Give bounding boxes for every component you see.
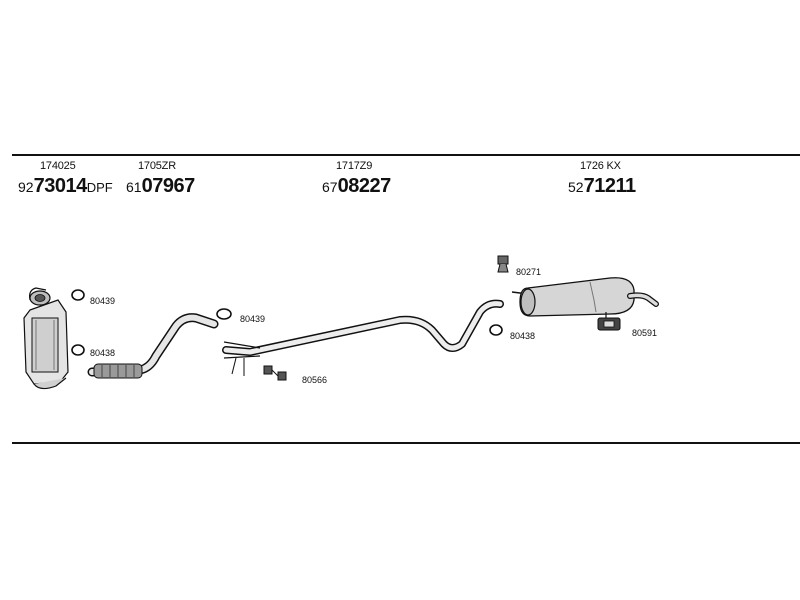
part-number-2: 6107967 [126, 176, 195, 196]
front-pipe [87, 313, 219, 379]
catalytic-converter-dpf [23, 287, 69, 390]
mount-bracket [497, 255, 509, 273]
intermediate-pipe [222, 299, 504, 376]
clamp-ring-2 [71, 344, 85, 356]
part-number-3: 6708227 [322, 176, 391, 196]
bracket-part [263, 365, 287, 381]
clamp-label-4: 80566 [302, 375, 328, 385]
clamp-label-2: 80438 [90, 348, 116, 358]
part-number-3-prefix: 67 [322, 179, 338, 195]
clamp-ring-1 [71, 289, 85, 301]
rubber-hanger [597, 312, 621, 331]
part-number-1-suffix: DPF [86, 180, 113, 195]
part-ref-3: 1717Z9 [336, 160, 373, 172]
top-divider-line [12, 154, 800, 156]
clamp-label-1: 80439 [90, 296, 116, 306]
part-number-4: 5271211 [568, 176, 636, 196]
part-ref-4: 1726 KX [580, 160, 621, 172]
clamp-ring-3 [216, 308, 232, 320]
part-number-2-prefix: 61 [126, 179, 142, 195]
rear-silencer [511, 277, 659, 317]
part-number-2-main: 07967 [141, 175, 196, 197]
part-ref-2: 1705ZR [138, 160, 176, 172]
part-ref-1: 174025 [40, 160, 76, 172]
clamp-label-3: 80439 [240, 314, 266, 324]
bottom-divider-line [12, 442, 800, 444]
part-number-1: 9273014DPF [18, 176, 113, 196]
clamp-label-7: 80591 [632, 328, 658, 338]
part-number-4-main: 71211 [583, 175, 637, 197]
part-number-3-main: 08227 [337, 175, 392, 197]
clamp-ring-6 [489, 324, 503, 336]
clamp-label-6: 80438 [510, 331, 536, 341]
part-number-4-prefix: 52 [568, 179, 584, 195]
part-number-1-main: 73014 [33, 175, 88, 197]
part-number-1-prefix: 92 [18, 179, 34, 195]
clamp-label-5: 80271 [516, 267, 542, 277]
